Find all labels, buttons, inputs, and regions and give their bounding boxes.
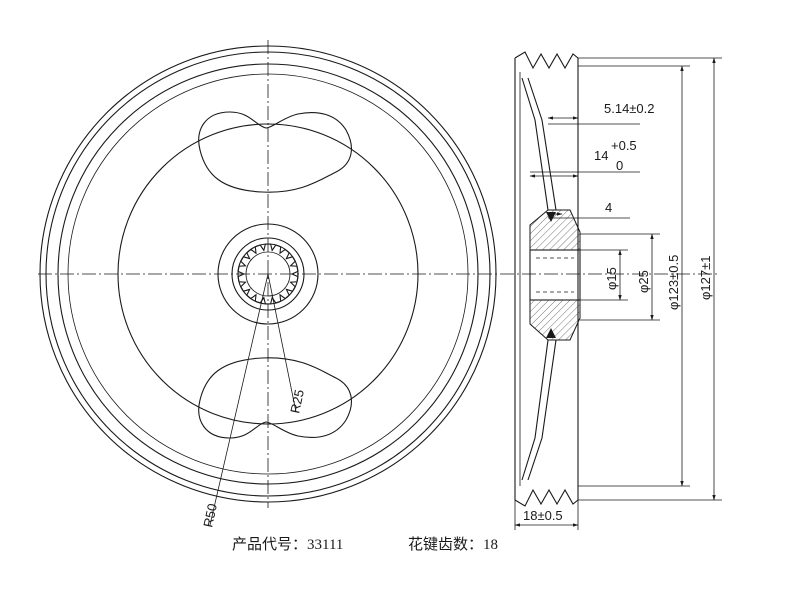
product-code-value: 33111 xyxy=(307,537,344,553)
r25-label: R25 xyxy=(287,388,307,414)
groove-diameter-label: φ123±0.5 xyxy=(666,255,681,310)
web-lower-wall xyxy=(521,339,549,481)
r50-label: R50 xyxy=(200,502,220,528)
upper-lightening-hole xyxy=(198,111,352,193)
pulley-front-view: R50 R25 xyxy=(38,40,498,529)
product-code-label: 产品代号： xyxy=(232,537,308,553)
hub-depth-main-label: 14 xyxy=(594,148,608,163)
bottom-groove-profile xyxy=(514,488,579,507)
hub-diameter-label: φ25 xyxy=(636,270,651,293)
spline-teeth-count: 花键齿数：18 xyxy=(408,533,498,554)
bore-diameter-label: φ15 xyxy=(604,267,619,290)
hub-depth-upper-tol: +0.5 xyxy=(611,138,637,153)
hub-depth-lower-tol: 0 xyxy=(616,158,623,173)
bore xyxy=(529,249,581,301)
web-lower-wall-inner xyxy=(527,339,557,481)
spline-teeth-value: 18 xyxy=(483,537,499,553)
web-upper-wall xyxy=(521,77,549,211)
web-thickness-label: 4 xyxy=(605,200,612,215)
spline-teeth-label: 花键齿数： xyxy=(408,537,484,553)
hub-section-upper xyxy=(529,209,581,251)
pulley-section-view: φ127±1 φ123±0.5 φ25 φ15 5.14±0.2 14 +0.5… xyxy=(500,51,722,530)
product-code: 产品代号：33111 xyxy=(232,533,343,554)
hub-section-lower xyxy=(529,299,581,341)
lower-lightening-hole xyxy=(198,357,352,439)
weld-lower xyxy=(546,328,556,338)
r50-leader xyxy=(209,273,269,526)
top-groove-profile xyxy=(514,51,579,70)
groove-offset-label: 5.14±0.2 xyxy=(604,101,655,116)
web-upper-wall-inner xyxy=(527,77,557,211)
r25-leader xyxy=(267,273,297,413)
width-label: 18±0.5 xyxy=(523,508,563,523)
outer-diameter-label: φ127±1 xyxy=(698,256,713,300)
